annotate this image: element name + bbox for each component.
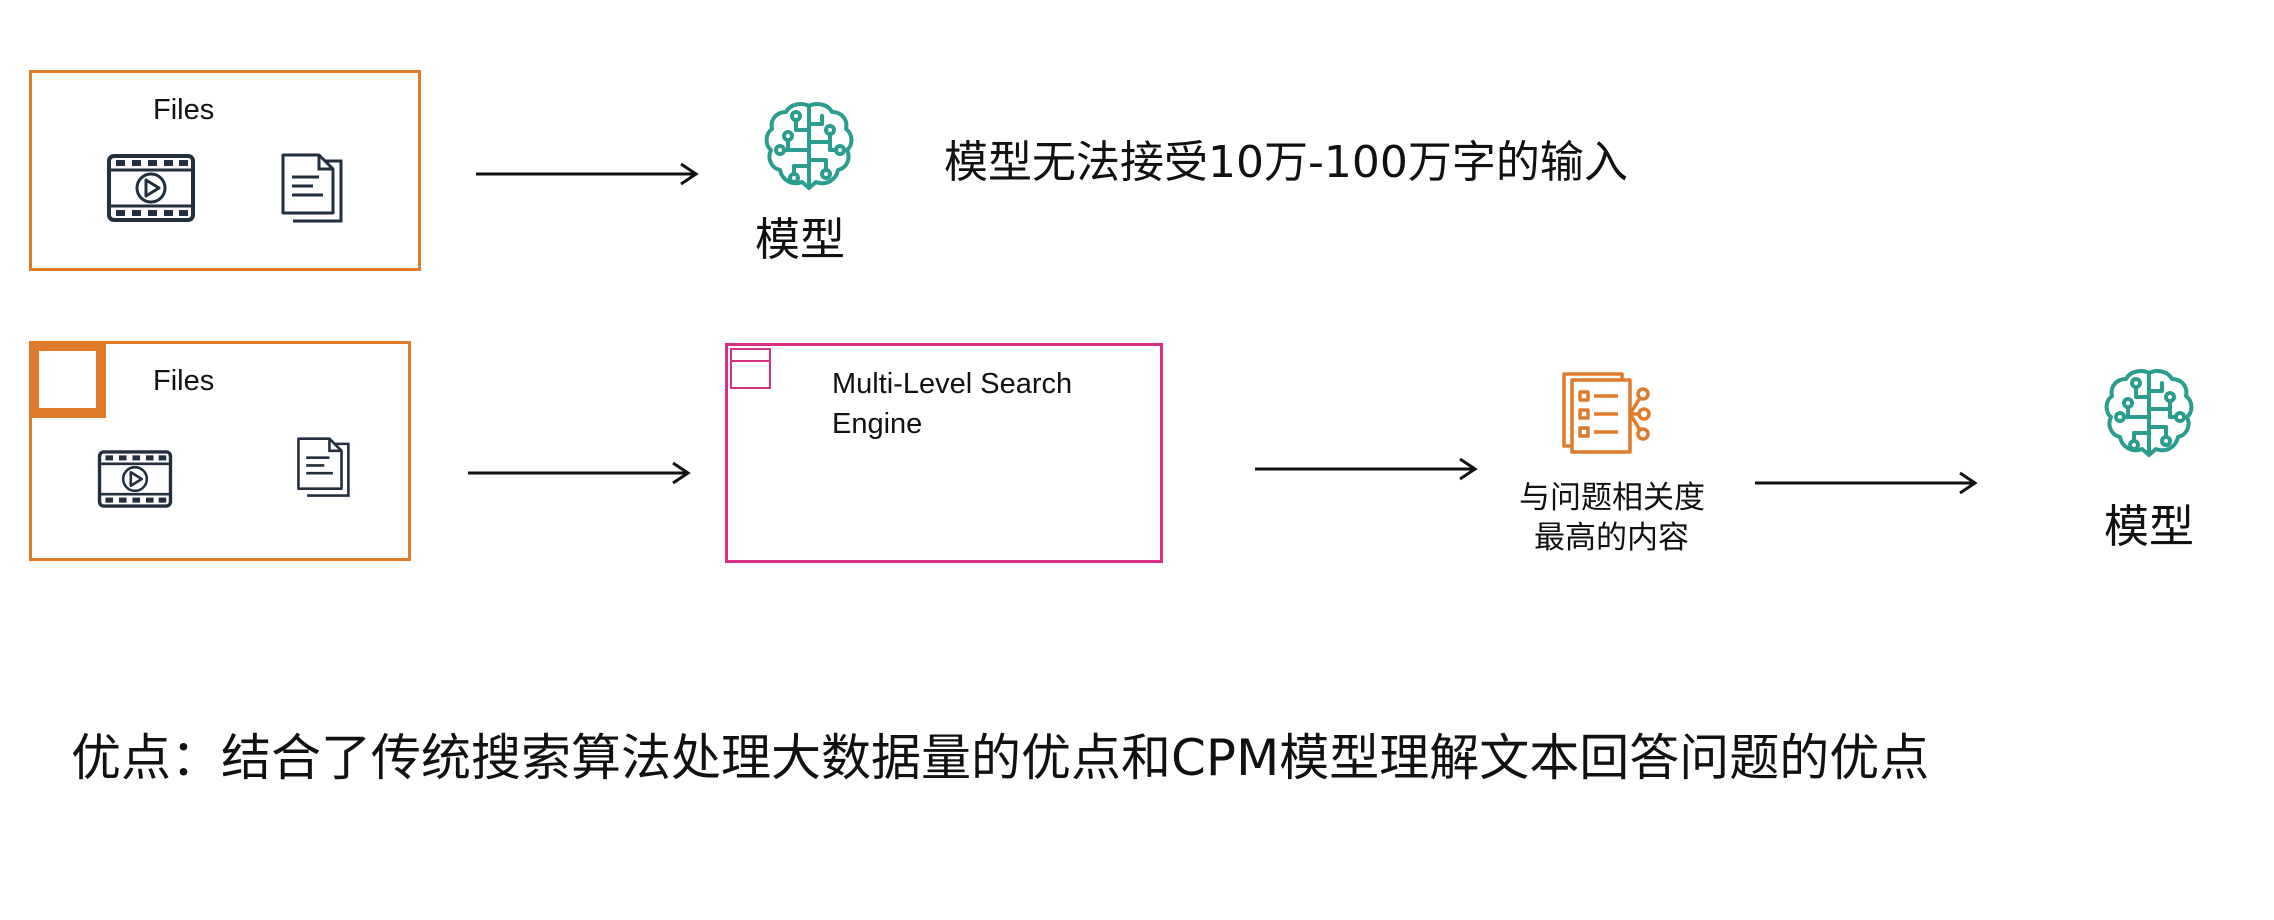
engine-mini-marker [730, 348, 771, 389]
video-file-icon [97, 450, 173, 508]
files-label-top: Files [153, 94, 215, 126]
content-list-icon [1562, 372, 1651, 454]
files-box-bottom: Files [29, 341, 411, 561]
engine-label-line1: Multi-Level Search [832, 368, 1073, 400]
model-label-bottom: 模型 [2104, 500, 2195, 553]
corner-square-marker [29, 341, 106, 418]
relevant-content-line1: 与问题相关度 [1519, 480, 1705, 516]
brain-model-icon [764, 102, 854, 190]
summary-advantages: 优点：结合了传统搜索算法处理大数据量的优点和CPM模型理解文本回答问题的优点 [71, 729, 1930, 787]
arrow-files-to-model-top [476, 162, 699, 186]
document-icon [297, 437, 350, 497]
arrow-files-to-engine [468, 461, 691, 485]
search-engine-box: Multi-Level Search Engine [725, 343, 1163, 563]
relevant-content-line2: 最高的内容 [1534, 520, 1689, 556]
brain-model-icon [2104, 369, 2194, 457]
files-label-bottom: Files [153, 365, 215, 397]
video-file-icon [107, 154, 195, 222]
model-label-top: 模型 [755, 213, 846, 266]
note-input-limit: 模型无法接受10万-100万字的输入 [944, 137, 1628, 188]
engine-mini-divider [730, 360, 771, 362]
arrow-content-to-model [1755, 471, 1978, 495]
engine-label-line2: Engine [832, 408, 923, 440]
files-box-top: Files [29, 70, 421, 271]
arrow-engine-to-content [1255, 457, 1478, 481]
document-icon [281, 153, 343, 223]
